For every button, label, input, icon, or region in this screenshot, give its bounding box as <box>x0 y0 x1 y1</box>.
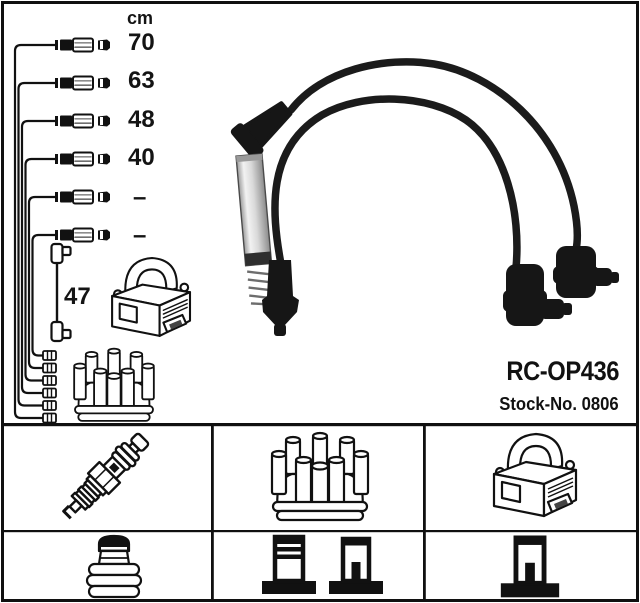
photo-angled-boot <box>230 101 293 159</box>
part-number: RC-OP436 <box>506 356 619 386</box>
part-number-block: RC-OP436 Stock-No. 0806 <box>486 356 620 415</box>
photo-lead-outer <box>287 58 582 254</box>
grid-line <box>1 423 639 427</box>
grid-line <box>2 530 638 533</box>
wire-length-1: 70 <box>128 29 155 56</box>
stock-label: Stock-No. <box>499 393 578 414</box>
lead-wire-1 <box>13 37 111 424</box>
photo-angle-boot-1 <box>503 264 572 326</box>
grid-line <box>423 423 426 602</box>
legend-terminal-din-large-icon <box>501 538 559 597</box>
length-diagram <box>13 37 192 424</box>
lead-wire-4 <box>24 151 111 386</box>
stock-number-line: Stock-No. 0806 <box>500 393 619 415</box>
wire-length-4: 40 <box>128 144 155 171</box>
lead-wire-6 <box>31 227 111 361</box>
legend-distributor-cap-icon <box>270 431 370 522</box>
legend-terminal-din-icon <box>329 539 383 594</box>
legend-spark-plug-icon <box>55 426 156 527</box>
legend-ignition-coil-icon <box>492 432 578 518</box>
wire-length-6: – <box>133 222 147 249</box>
photo-angle-boot-2 <box>553 246 619 298</box>
legend-grid <box>1 423 639 602</box>
ignition-coil-drawing <box>111 256 192 337</box>
coil-lead-47 <box>50 242 72 343</box>
lead-wire-5 <box>27 189 111 374</box>
wire-length-5: – <box>133 184 147 211</box>
legend-terminal-nut-icon <box>85 534 143 599</box>
photo-spring <box>247 270 274 306</box>
lead-wire-3 <box>20 113 111 399</box>
photo-straight-boot <box>262 260 299 336</box>
lead-wire-2 <box>17 75 111 411</box>
wire-length-3: 48 <box>128 106 155 133</box>
photo-metal-connector <box>235 153 274 306</box>
grid-line <box>211 423 214 602</box>
distributor-cap-drawing <box>73 347 155 422</box>
legend-terminal-m4-icon <box>262 537 316 594</box>
coil-wire-length-label: 47 <box>64 283 91 310</box>
stock-number: 0806 <box>581 393 619 414</box>
photo-lead-inner <box>271 95 521 272</box>
unit-label: cm <box>127 8 154 28</box>
wire-length-2: 63 <box>128 67 155 94</box>
product-photo <box>230 58 619 336</box>
